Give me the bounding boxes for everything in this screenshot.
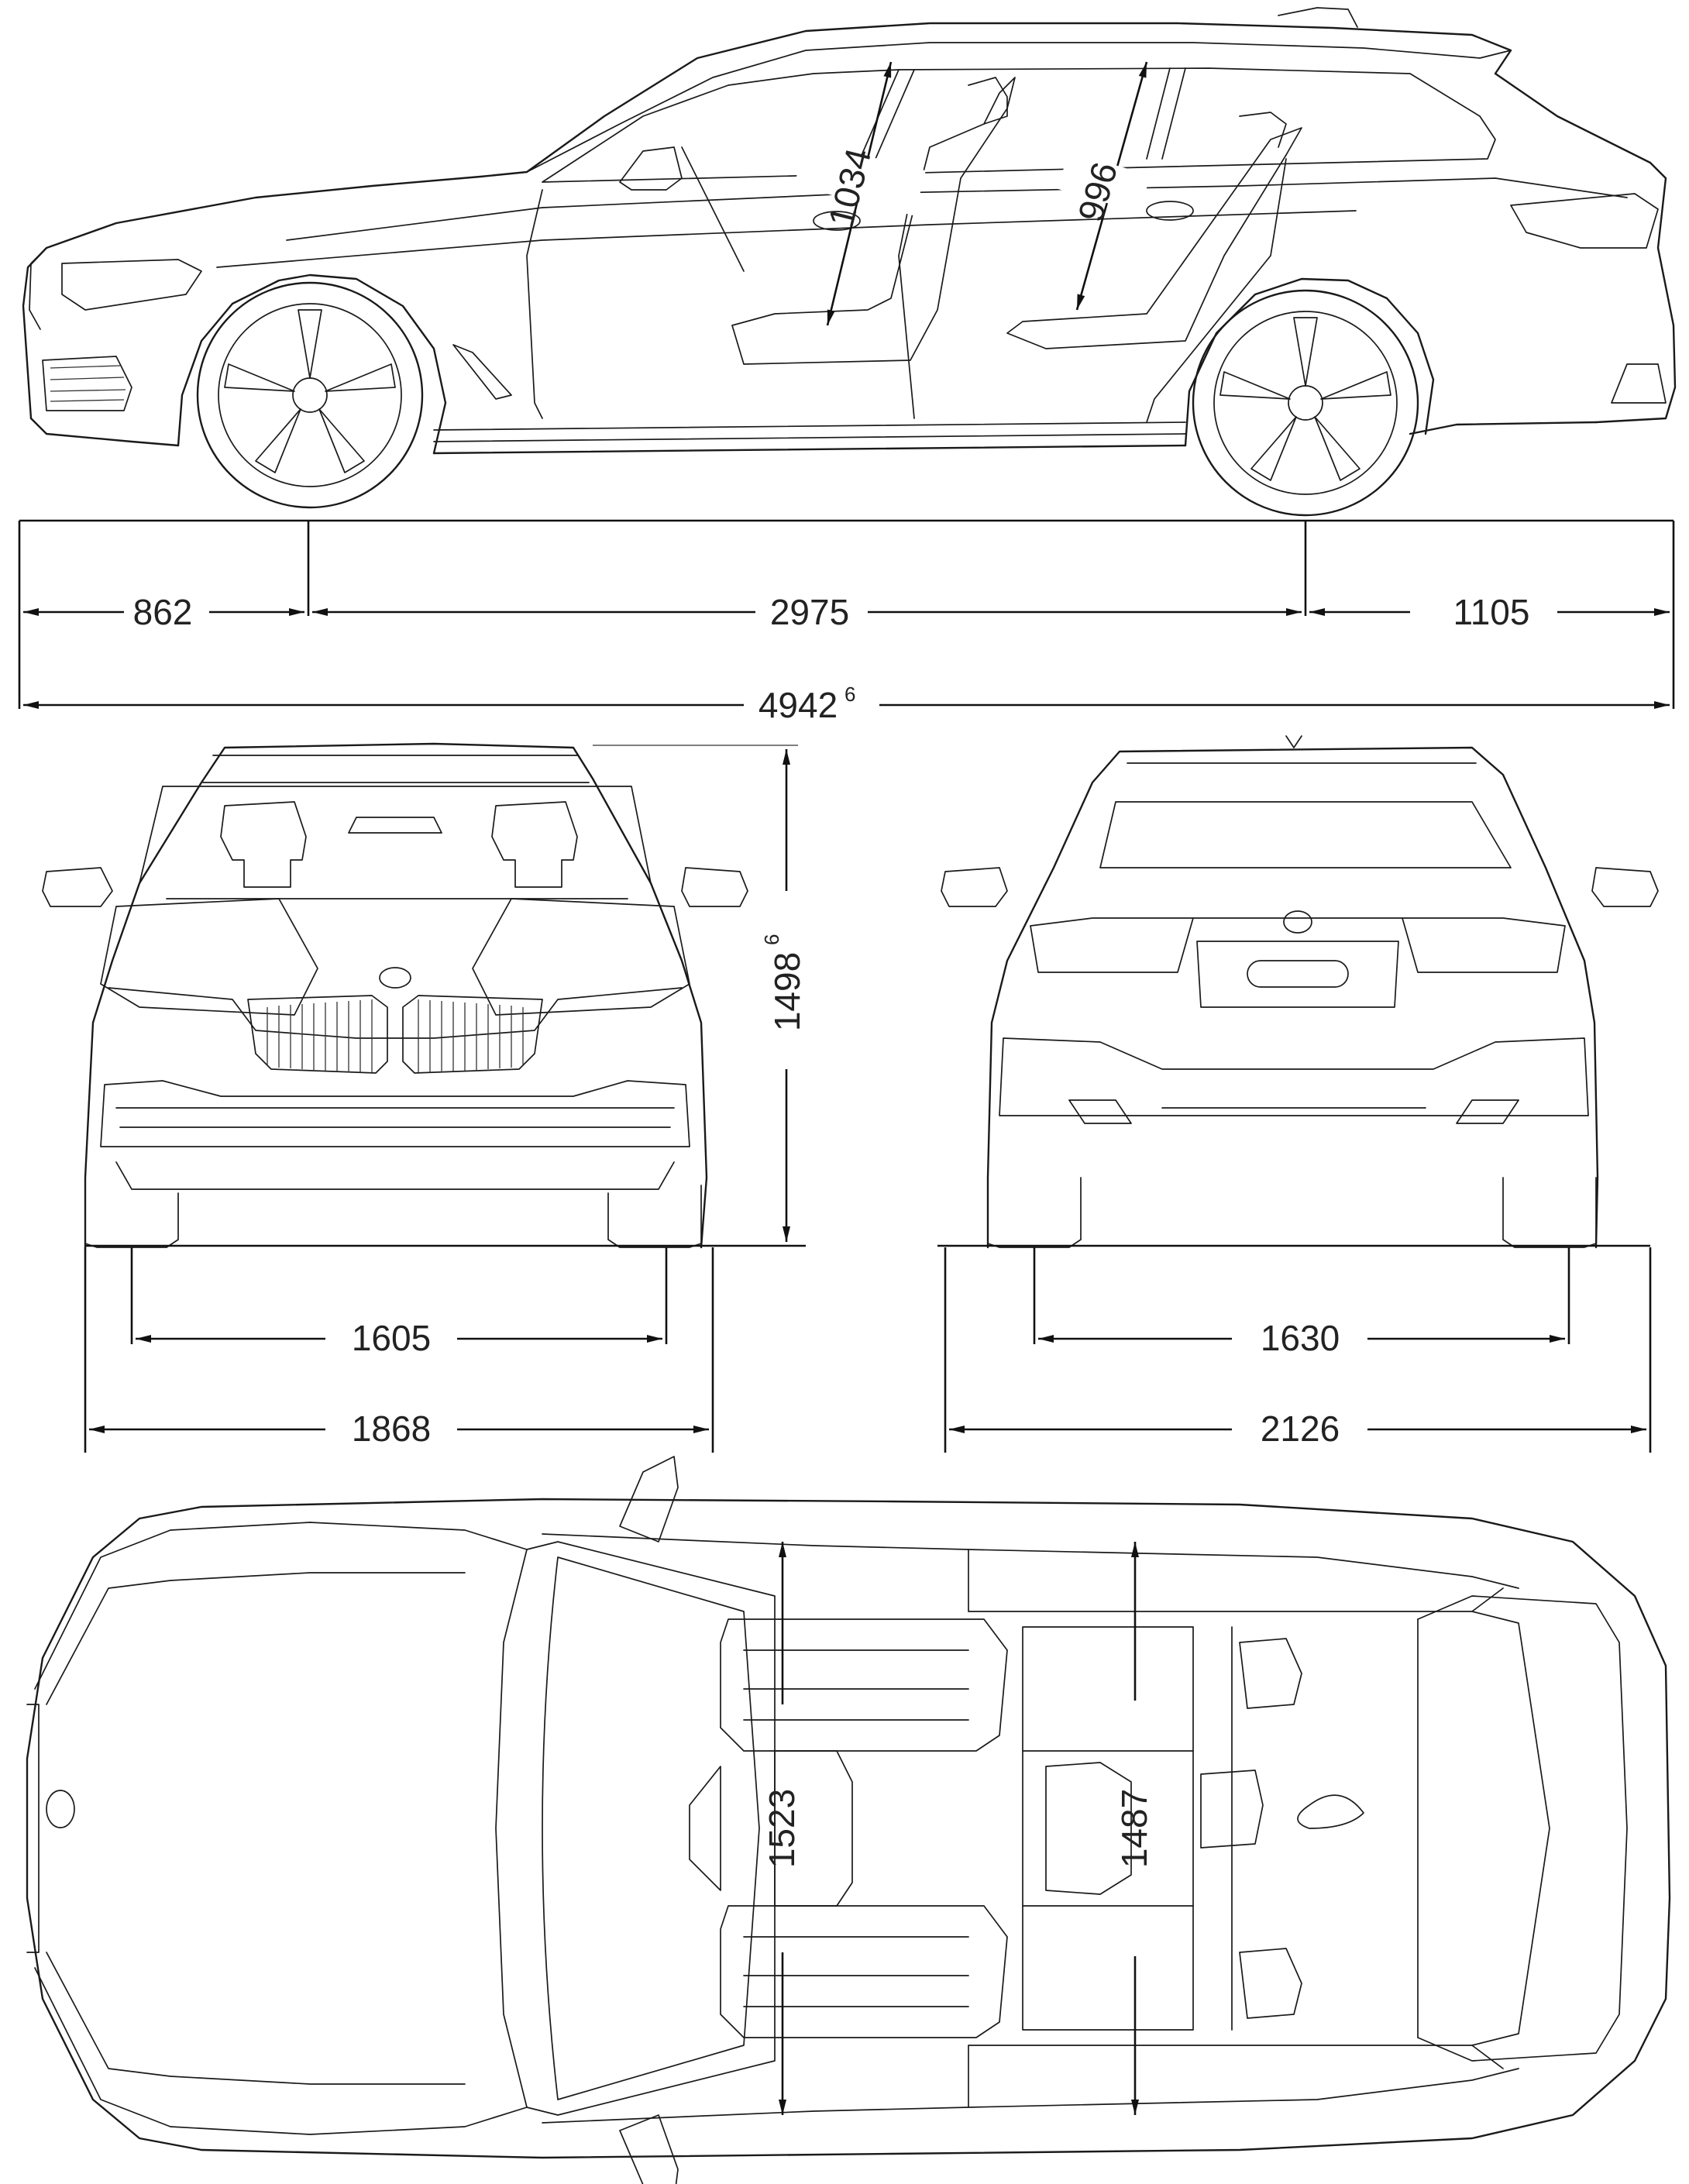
front-shoulder-label: 1523 — [762, 1789, 802, 1868]
overall-height-sup: 6 — [760, 934, 783, 945]
front-width-dims: 1605 1868 — [84, 1244, 806, 1453]
side-view — [22, 7, 1677, 517]
front-wheel — [196, 281, 424, 509]
height-dim: 1498 6 — [593, 745, 807, 1242]
mirror-width-label: 2126 — [1261, 1408, 1340, 1449]
rear-overhang-label: 1105 — [1453, 592, 1530, 632]
rear-wheel — [1192, 289, 1419, 517]
overall-length-sup: 6 — [844, 683, 855, 706]
shoulder-dims: 1523 1487 — [762, 1542, 1154, 2115]
rear-view — [941, 735, 1659, 1249]
body-width-label: 1868 — [352, 1408, 431, 1449]
wheelbase-label: 2975 — [770, 592, 849, 632]
rear-track-label: 1630 — [1261, 1318, 1340, 1358]
top-view — [26, 1456, 1671, 2184]
front-overhang-label: 862 — [133, 592, 193, 632]
headroom-dims: 1034 996 — [794, 61, 1151, 326]
rear-shoulder-label: 1487 — [1114, 1789, 1154, 1868]
front-view — [42, 742, 748, 1249]
overall-height-label: 1498 — [767, 952, 807, 1031]
front-track-label: 1605 — [352, 1318, 431, 1358]
rear-width-dims: 1630 2126 — [937, 1244, 1652, 1453]
length-dims: 862 2975 1105 4942 6 — [18, 519, 1675, 725]
overall-length-label: 4942 — [759, 685, 838, 725]
